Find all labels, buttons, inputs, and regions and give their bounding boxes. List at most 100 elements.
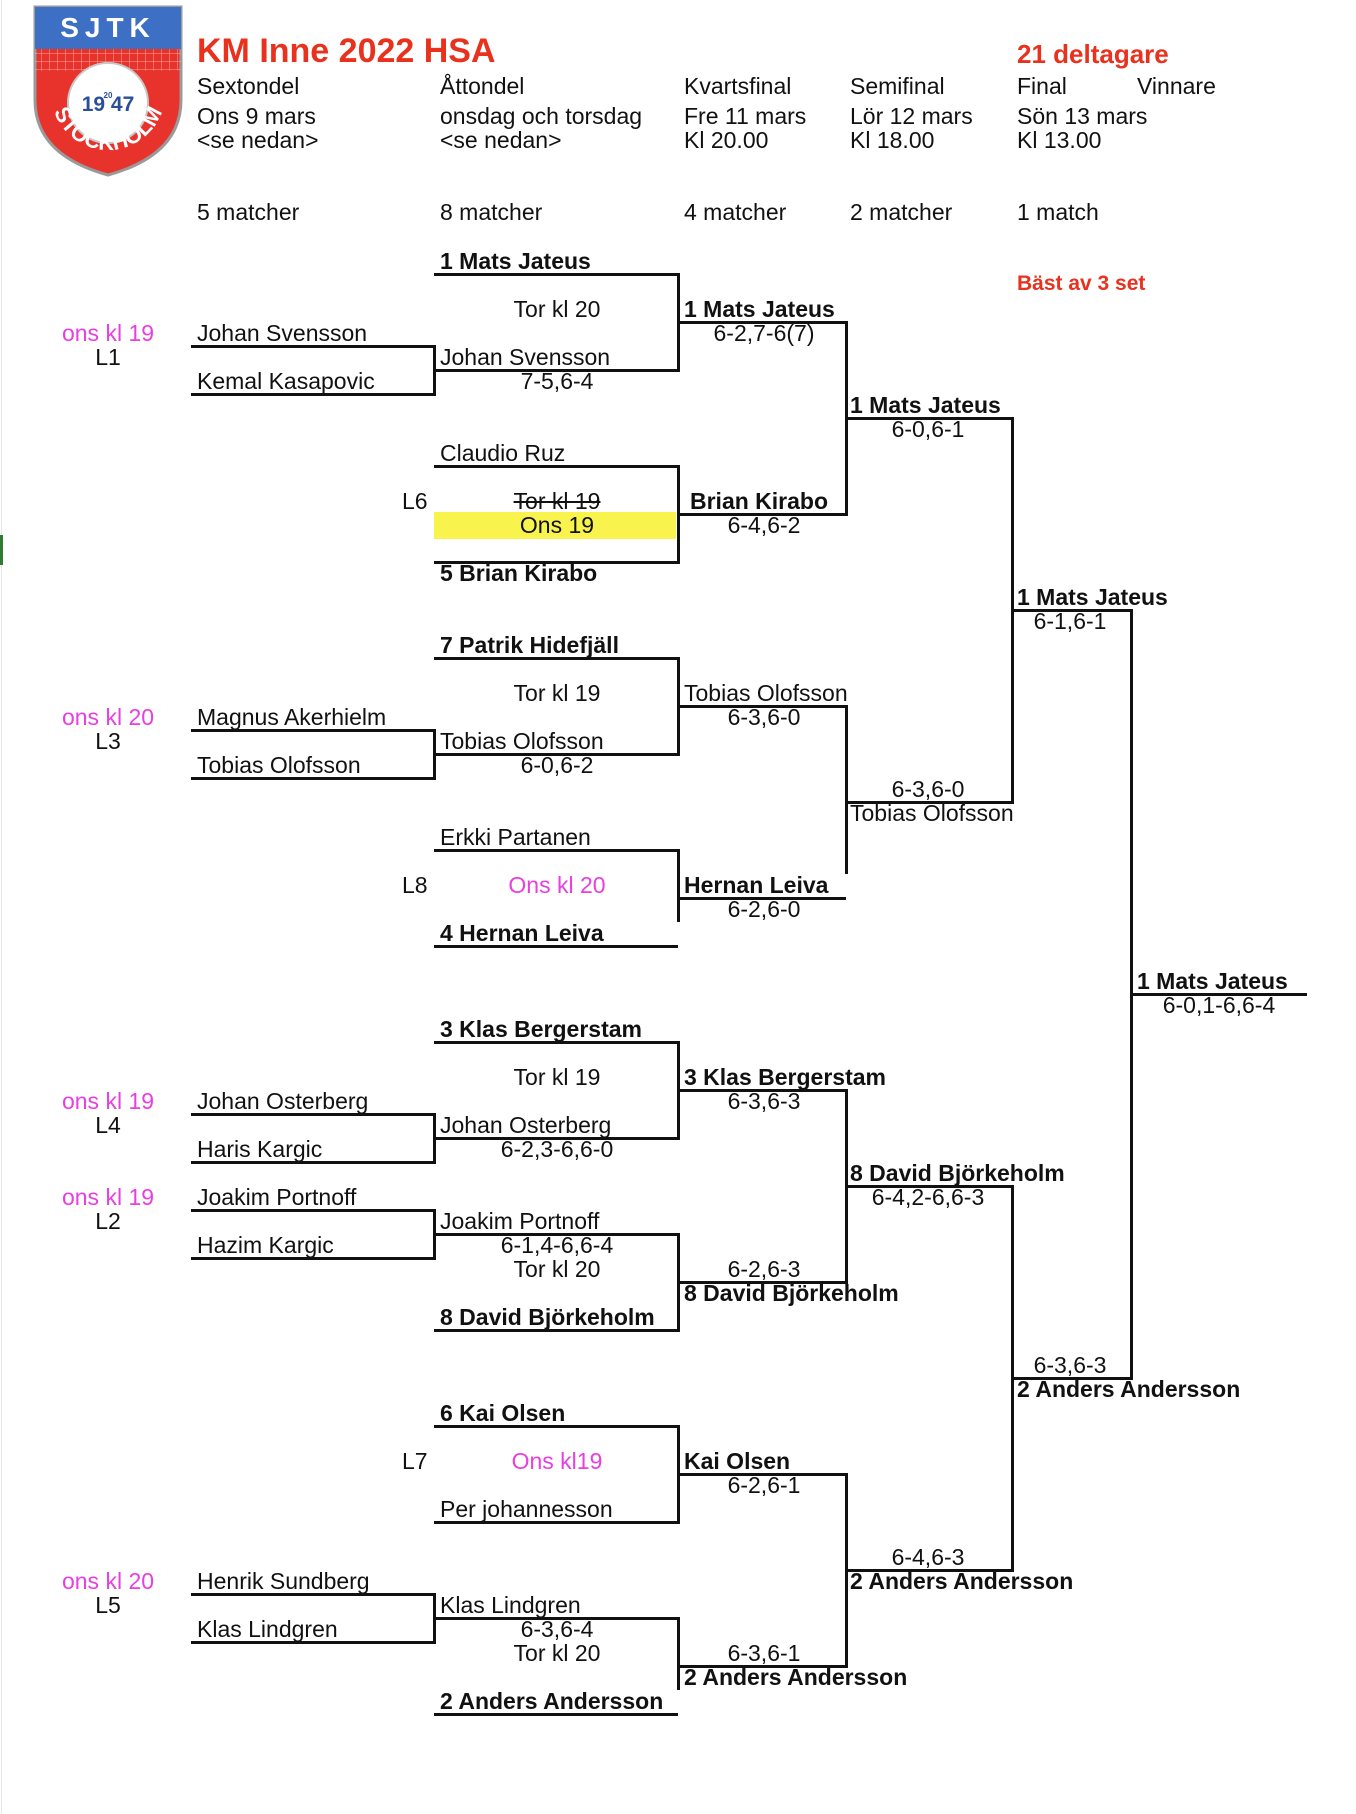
- player-name: 1 Mats Jateus: [1017, 584, 1168, 610]
- round-date-semifinal: Lör 12 mars: [850, 103, 973, 129]
- bracket-line: [434, 273, 678, 276]
- bracket-line: [678, 321, 846, 324]
- round-date-attondel: onsdag och torsdag: [440, 103, 643, 129]
- round-name-kvartsfinal: Kvartsfinal: [684, 73, 792, 99]
- match-score: 6-3,6-3: [1033, 1352, 1107, 1378]
- match-code: L4: [95, 1112, 121, 1138]
- player-name: Haris Kargic: [197, 1136, 323, 1162]
- player-name: 8 David Björkeholm: [440, 1304, 655, 1330]
- match-time-cancelled: Tor kl 19: [513, 488, 601, 514]
- bracket-line: [846, 801, 1012, 804]
- bracket-line: [434, 849, 678, 852]
- player-name: 6 Kai Olsen: [440, 1400, 566, 1426]
- match-score: 6-3,6-1: [727, 1640, 801, 1666]
- round-name-attondel: Åttondel: [440, 73, 525, 99]
- bracket-connector: [677, 1617, 680, 1690]
- bracket-line: [434, 1329, 678, 1332]
- match-score: 6-3,6-4: [520, 1616, 594, 1642]
- bracket-line: [678, 1473, 846, 1476]
- match-score: 6-2,3-6,6-0: [500, 1136, 614, 1162]
- bracket-line: [434, 1713, 678, 1716]
- sjtk-logo: SJTK 19 47 20 STOCKHOLM: [33, 5, 183, 177]
- player-name: Johan Osterberg: [197, 1088, 369, 1114]
- player-name: 1 Mats Jateus: [440, 248, 591, 274]
- bracket-line: [434, 657, 678, 660]
- bracket-line: [191, 1593, 434, 1596]
- bracket-line: [678, 1281, 846, 1284]
- bracket-line: [678, 705, 846, 708]
- bracket-line: [191, 1209, 434, 1212]
- player-name: Tobias Olofsson: [684, 680, 848, 706]
- bracket-line-winner: [1131, 993, 1307, 996]
- bracket-line: [678, 513, 846, 516]
- bracket-connector: [845, 705, 848, 874]
- match-time-highlighted: Ons 19: [519, 512, 595, 538]
- round-time-sextondel: <se nedan>: [197, 127, 319, 153]
- round-date-final: Sön 13 mars: [1017, 103, 1148, 129]
- match-score: 6-2,7-6(7): [713, 320, 815, 346]
- player-name: Per johannesson: [440, 1496, 613, 1522]
- player-name: 5 Brian Kirabo: [440, 560, 598, 586]
- match-time: Ons kl19: [511, 1448, 603, 1474]
- bracket-line: [678, 897, 846, 900]
- round-time-final: Kl 13.00: [1017, 127, 1102, 153]
- page-margin-rule: [1, 0, 2, 1814]
- round-time-semifinal: Kl 18.00: [850, 127, 935, 153]
- bracket-line: [846, 417, 1012, 420]
- round-matches-semifinal: 2 matcher: [850, 199, 953, 225]
- match-code: L7: [402, 1448, 428, 1474]
- player-name: Klas Lindgren: [197, 1616, 338, 1642]
- bracket-line: [434, 945, 678, 948]
- player-name: Klas Lindgren: [440, 1592, 581, 1618]
- page-edge-marker: [0, 535, 3, 565]
- player-name: 3 Klas Bergerstam: [684, 1064, 886, 1090]
- match-time: ons kl 19: [61, 1088, 155, 1114]
- player-name: Tobias Olofsson: [440, 728, 604, 754]
- match-code: L3: [95, 728, 121, 754]
- player-name: Henrik Sundberg: [197, 1568, 370, 1594]
- player-name: Hernan Leiva: [684, 872, 829, 898]
- round-matches-attondel: 8 matcher: [440, 199, 543, 225]
- player-name: Erkki Partanen: [440, 824, 591, 850]
- match-time: Tor kl 19: [513, 1064, 601, 1090]
- bracket-line: [434, 753, 678, 756]
- player-name: 7 Patrik Hidefjäll: [440, 632, 619, 658]
- bracket-line: [434, 1425, 678, 1428]
- match-time: Tor kl 20: [513, 1640, 601, 1666]
- bracket-line: [434, 1137, 678, 1140]
- bracket-line: [434, 561, 678, 564]
- match-score: 6-1,6-1: [1033, 608, 1107, 634]
- match-score: 6-1,4-6,6-4: [500, 1232, 614, 1258]
- bracket-line: [191, 1113, 434, 1116]
- player-name: Magnus Akerhielm: [197, 704, 387, 730]
- player-name: 2 Anders Andersson: [850, 1568, 1074, 1594]
- participants-count: 21 deltagare: [1017, 39, 1169, 69]
- player-name: Hazim Kargic: [197, 1232, 334, 1258]
- round-name-semifinal: Semifinal: [850, 73, 945, 99]
- match-code: L6: [402, 488, 428, 514]
- bracket-line: [434, 1041, 678, 1044]
- round-matches-kvartsfinal: 4 matcher: [684, 199, 787, 225]
- match-time: Tor kl 20: [513, 1256, 601, 1282]
- round-matches-final: 1 match: [1017, 199, 1099, 225]
- match-score: 6-2,6-0: [727, 896, 801, 922]
- winner-name: 1 Mats Jateus: [1137, 968, 1288, 994]
- bracket-line: [678, 1665, 846, 1668]
- round-name-winner: Vinnare: [1137, 73, 1216, 99]
- tennis-ball-icon: [67, 62, 149, 144]
- round-time-kvartsfinal: Kl 20.00: [684, 127, 769, 153]
- winner-score: 6-0,1-6,6-4: [1162, 992, 1276, 1018]
- match-score: 6-4,6-2: [727, 512, 801, 538]
- match-score: 6-4,6-3: [891, 1544, 965, 1570]
- bracket-line: [434, 369, 678, 372]
- match-time: Ons kl 20: [508, 872, 606, 898]
- player-name: Tobias Olofsson: [850, 800, 1014, 826]
- player-name: Johan Svensson: [440, 344, 611, 370]
- match-time: Tor kl 19: [513, 680, 601, 706]
- match-score: 6-0,6-2: [520, 752, 594, 778]
- highlight-marker: [434, 512, 676, 539]
- round-date-sextondel: Ons 9 mars: [197, 103, 316, 129]
- player-name: 2 Anders Andersson: [1017, 1376, 1241, 1402]
- match-time: ons kl 20: [61, 704, 155, 730]
